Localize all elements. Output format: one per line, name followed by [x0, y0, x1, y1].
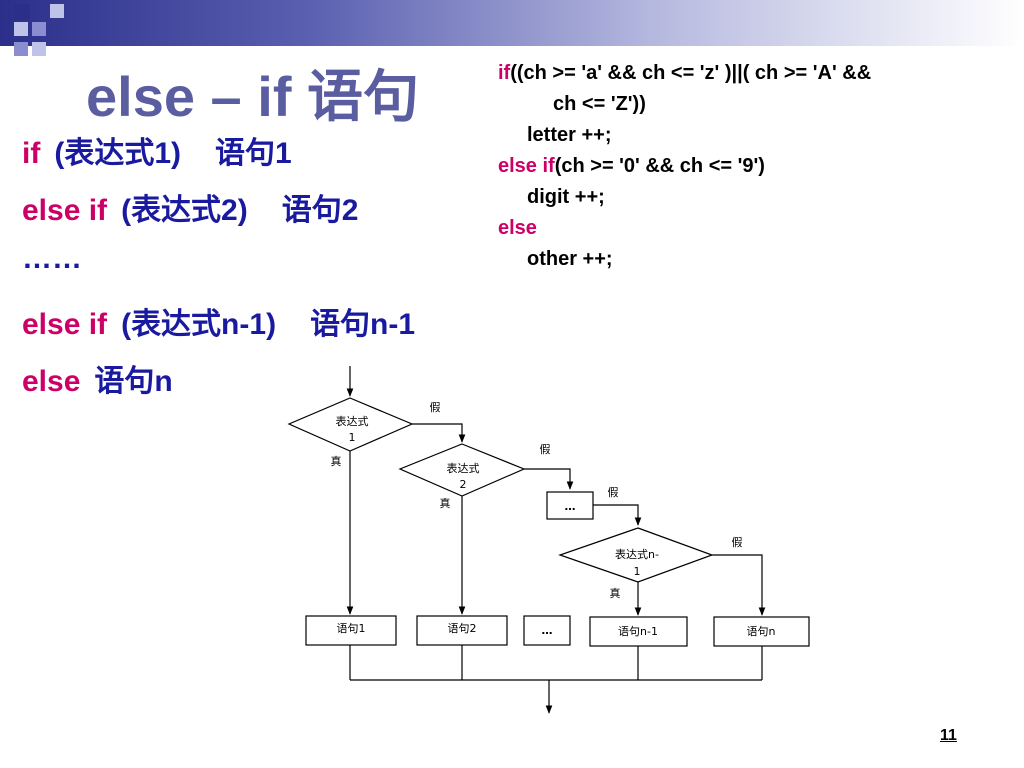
page-number: 11: [940, 727, 957, 744]
stmtn1-label: 语句n-1: [618, 625, 658, 638]
syntax-line-else-if-n: else if (表达式n-1) 语句n-1: [22, 299, 415, 356]
keyword: if: [22, 137, 41, 170]
condn-label-b: 1: [634, 565, 641, 578]
statement: 语句1: [215, 137, 292, 170]
code-example: if((ch >= 'a' && ch <= 'z' )||( ch >= 'A…: [498, 62, 871, 279]
decor-square: [32, 22, 46, 36]
paren: (: [121, 194, 132, 227]
code-line: if((ch >= 'a' && ch <= 'z' )||( ch >= 'A…: [498, 62, 871, 93]
false-branch-2: [524, 468, 574, 490]
false-label: 假: [608, 485, 619, 499]
code-keyword: else: [498, 217, 537, 239]
decor-square: [50, 4, 64, 18]
syntax-line-else: else 语句n: [22, 356, 415, 413]
true-label: 真: [331, 454, 342, 468]
ellipsis-bottom: …: [542, 624, 553, 637]
condn-label-a: 表达式n-: [615, 547, 659, 561]
code-line: digit ++;: [527, 186, 605, 208]
ellipsis-mid: …: [565, 500, 576, 513]
statement: 语句2: [281, 194, 359, 227]
code-line: other ++;: [527, 248, 613, 270]
keyword: else if: [22, 194, 108, 227]
header-gradient-bar: [0, 0, 1024, 46]
expression: 表达式1: [64, 137, 172, 170]
false-label: 假: [430, 400, 441, 414]
cond1-label-b: 1: [349, 431, 356, 444]
true-label: 真: [440, 496, 451, 510]
stmt2-label: 语句2: [448, 622, 477, 635]
decor-square: [14, 42, 28, 56]
slide-title: else – if 语句: [86, 65, 420, 128]
code-text: ((ch >= 'a' && ch <= 'z' )||( ch >= 'A' …: [510, 62, 872, 84]
syntax-line-ellipsis: ……: [22, 242, 415, 299]
cond2-label-a: 表达式: [447, 461, 480, 475]
false-label: 假: [540, 442, 551, 456]
cond2-label-b: 2: [460, 478, 467, 491]
code-line: letter ++;: [527, 124, 612, 146]
paren: ): [237, 194, 248, 227]
code-keyword: else if: [498, 155, 555, 177]
code-text: (ch >= '0' && ch <= '9'): [554, 155, 765, 177]
keyword: else if: [22, 308, 108, 341]
true-label: 真: [610, 586, 621, 600]
code-keyword: if: [498, 62, 511, 84]
decor-square: [14, 4, 30, 20]
paren: (: [121, 308, 132, 341]
decor-square: [14, 22, 28, 36]
paren: (: [54, 137, 65, 170]
expression: 表达式n-1: [131, 308, 267, 341]
code-line: ch <= 'Z')): [553, 93, 646, 115]
false-branch-n: [712, 554, 766, 616]
ellipsis: ……: [22, 242, 82, 275]
syntax-line-else-if: else if (表达式2) 语句2: [22, 185, 415, 242]
ellipsis-box-bottom: [523, 615, 571, 646]
stmt1-label: 语句1: [337, 622, 366, 635]
syntax-line-if: if (表达式1) 语句1: [22, 128, 415, 185]
statement: 语句n: [94, 365, 173, 398]
expression: 表达式2: [131, 194, 238, 227]
false-label: 假: [732, 535, 743, 549]
syntax-block: if(表达式1)语句1 else if(表达式2)语句2 …… else if(…: [22, 128, 415, 413]
statement: 语句n-1: [310, 308, 416, 341]
statement-box-1: [305, 615, 397, 646]
paren: ): [171, 137, 182, 170]
code-line: else if(ch >= '0' && ch <= '9'): [498, 155, 871, 186]
false-branch-mid: [593, 504, 642, 526]
paren: ): [266, 308, 277, 341]
stmtn-label: 语句n: [747, 625, 776, 638]
keyword: else: [22, 365, 81, 398]
cond1-label-a: 表达式: [336, 414, 369, 428]
false-branch-1: [412, 423, 466, 443]
decor-square: [32, 42, 46, 56]
